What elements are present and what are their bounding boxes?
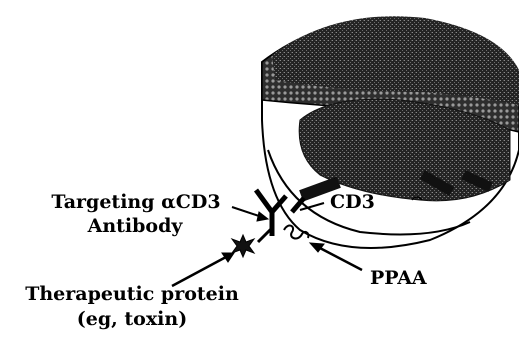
toxin-starburst-icon: [232, 235, 254, 257]
ppaa-label: PPAA: [370, 267, 427, 289]
cd3-label: CD3: [330, 191, 375, 213]
cell: [262, 16, 519, 248]
therapeutic-arrow: [172, 257, 226, 286]
therapeutic-label-line1: Therapeutic protein: [25, 283, 239, 305]
targeting-label-line2: Antibody: [87, 215, 184, 237]
targeting-label-line1: Targeting αCD3: [51, 191, 220, 213]
targeting-arrow: [232, 207, 262, 217]
therapeutic-label-line2: (eg, toxin): [77, 308, 187, 330]
ppaa-arrow: [318, 247, 362, 270]
